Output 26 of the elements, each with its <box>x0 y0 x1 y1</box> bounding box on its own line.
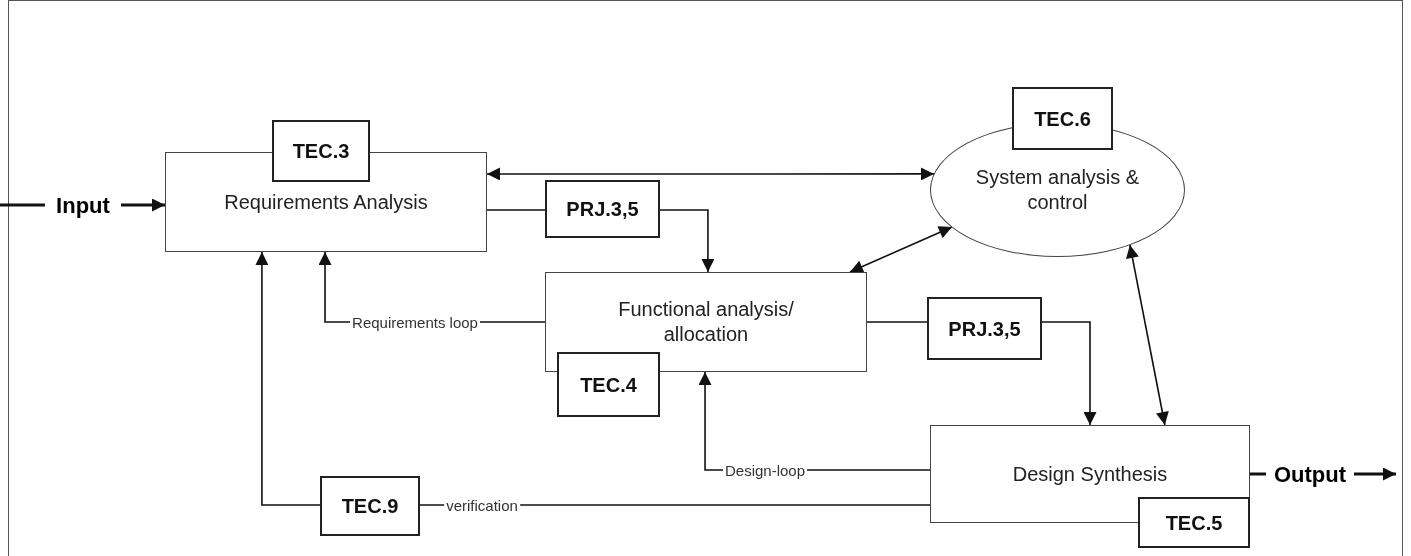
connector-line <box>1250 472 1266 476</box>
reference-tag: PRJ.3,5 <box>927 297 1042 360</box>
output-label: Output <box>1266 458 1354 490</box>
edge-label: verification <box>444 497 520 513</box>
process-box: Functional analysis/ allocation <box>545 272 867 372</box>
connector-line <box>486 209 546 211</box>
arrow <box>255 251 321 506</box>
connector-line <box>866 321 928 323</box>
arrow <box>1126 244 1169 426</box>
reference-tag: TEC.4 <box>557 352 660 417</box>
input-label: Input <box>45 189 121 221</box>
arrow <box>849 226 953 273</box>
reference-tag: TEC.6 <box>1012 87 1113 150</box>
arrow <box>121 198 165 212</box>
reference-tag: TEC.3 <box>272 120 370 182</box>
connector-line <box>419 504 931 506</box>
reference-tag: PRJ.3,5 <box>545 180 660 238</box>
connector-line <box>0 203 45 207</box>
arrow <box>1354 467 1396 481</box>
reference-tag: TEC.9 <box>320 476 420 536</box>
arrow <box>486 167 935 181</box>
edge-label: Requirements loop <box>350 314 480 330</box>
arrow <box>659 209 715 273</box>
arrow <box>1041 321 1097 426</box>
edge-label: Design-loop <box>723 462 807 478</box>
reference-tag: TEC.5 <box>1138 497 1250 548</box>
